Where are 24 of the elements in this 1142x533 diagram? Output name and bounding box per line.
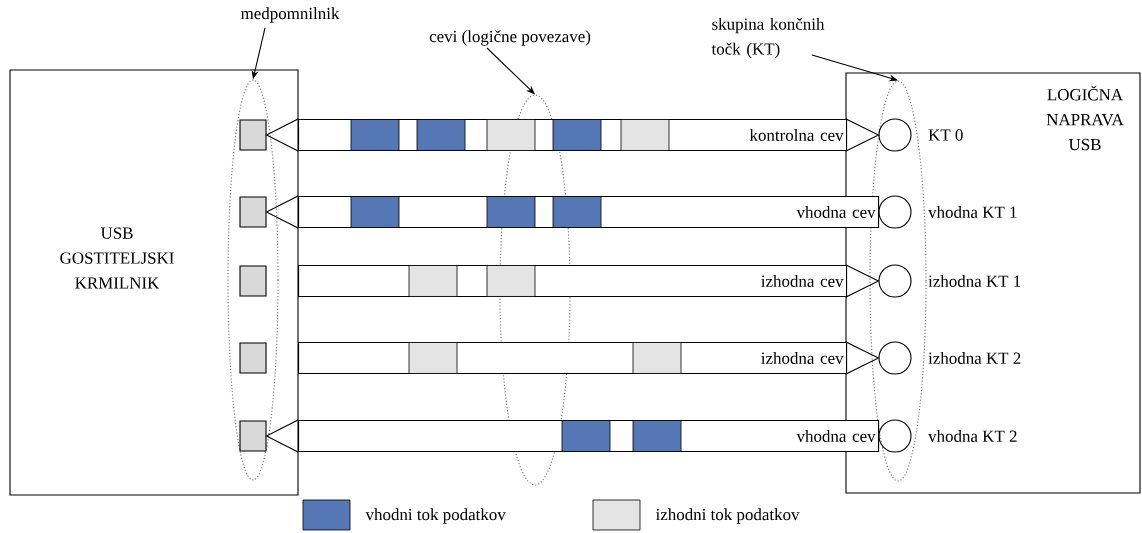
node-label: vhodna KT 1 xyxy=(928,206,1017,218)
annotation-label: skupina končnih točk (KT) xyxy=(711,17,825,59)
node-label: izhodna KT 1 xyxy=(928,275,1021,287)
funnel-connector xyxy=(845,264,880,298)
legend-label: izhodni tok podatkov xyxy=(655,508,800,524)
funnel-connector xyxy=(845,341,880,375)
buffer-square xyxy=(239,342,267,374)
buffer-square xyxy=(239,420,267,452)
group-ellipse xyxy=(227,79,279,481)
legend-label: vhodni tok podatkov xyxy=(365,508,506,524)
buffer-square xyxy=(239,119,267,151)
funnel-connector xyxy=(265,195,299,229)
funnel-connector xyxy=(265,419,299,453)
buffer-square xyxy=(239,265,267,297)
funnel-connector xyxy=(845,118,880,152)
annotation-label: cevi (logične povezave) xyxy=(429,30,591,46)
node-label: vhodna KT 2 xyxy=(928,430,1017,442)
host-controller-box: USB GOSTITELJSKI KRMILNIK xyxy=(9,69,299,496)
buffer-square xyxy=(239,196,267,228)
annotation-label: medpomnilnik xyxy=(240,7,340,23)
leader-arrow xyxy=(811,54,898,82)
funnel-connector xyxy=(265,118,299,152)
node-label: izhodna KT 2 xyxy=(928,352,1021,364)
node-label: KT 0 xyxy=(928,129,963,141)
